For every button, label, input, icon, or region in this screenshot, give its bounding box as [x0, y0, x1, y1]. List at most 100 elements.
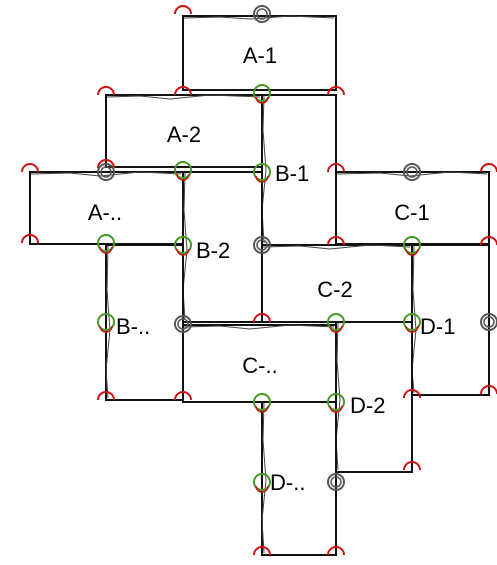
tiles-layer: A-1 A-2 A-.. B-1 B-2 — [29, 15, 490, 556]
connector-ring — [403, 236, 421, 254]
connector-arc — [403, 461, 421, 471]
connector-ring — [253, 84, 271, 102]
tile-b2-label: B-2 — [196, 238, 230, 263]
connector-outer-ring — [403, 163, 421, 181]
connector-outer-ring — [174, 315, 192, 333]
connector-open-36 — [253, 546, 271, 556]
tile-c3: C-.. — [182, 324, 337, 403]
connector-arc — [327, 163, 345, 173]
connector-arc — [174, 391, 192, 401]
tile-d2-body — [335, 321, 413, 473]
connector-joined-17 — [403, 236, 421, 256]
connector-ring — [253, 393, 271, 411]
tile-c1: C-1 — [335, 171, 490, 245]
connector-ring — [97, 234, 115, 252]
connector-inner-arc — [176, 173, 190, 181]
tile-a2-body — [105, 94, 263, 168]
connector-arc — [253, 313, 271, 323]
connector-inner-ring — [256, 239, 268, 251]
connector-joined-24 — [327, 313, 345, 333]
connector-inner-arc — [329, 325, 343, 333]
tile-c3-label: C-.. — [242, 353, 277, 378]
connector-ring — [327, 393, 345, 411]
tile-c3-rough-edge — [183, 324, 335, 330]
connector-inner-ring — [483, 316, 495, 328]
connector-arc — [97, 159, 115, 169]
connector-socket-11 — [97, 163, 115, 181]
connector-arc — [174, 5, 192, 15]
tile-a1-rough-edge — [183, 15, 335, 20]
connector-joined-25 — [403, 313, 421, 333]
tile-a1-body — [182, 15, 337, 91]
connector-inner-ring — [100, 166, 112, 178]
connectors-layer — [21, 5, 497, 556]
connector-ring — [253, 473, 271, 491]
connector-joined-3 — [253, 84, 271, 104]
connector-ring — [403, 313, 421, 331]
connector-inner-arc — [99, 246, 113, 254]
connector-ring — [174, 236, 192, 254]
connector-arc — [97, 391, 115, 401]
connector-open-0 — [174, 5, 192, 15]
tile-c2-rough-edge — [262, 244, 411, 250]
connector-arc — [174, 86, 192, 96]
tile-a2-label: A-2 — [167, 122, 201, 147]
connector-joined-29 — [253, 393, 271, 413]
connector-inner-arc — [255, 175, 269, 183]
tile-d1-body — [411, 244, 490, 396]
tile-a3-label: A-.. — [88, 200, 122, 225]
connector-socket-26 — [480, 313, 497, 331]
connector-inner-arc — [405, 325, 419, 333]
connector-open-6 — [97, 159, 115, 169]
connector-socket-22 — [174, 315, 192, 333]
connector-open-10 — [21, 163, 39, 173]
connector-inner-arc — [255, 96, 269, 104]
connector-inner-arc — [255, 485, 269, 493]
connector-joined-8 — [253, 163, 271, 183]
tile-c2: C-2 — [261, 244, 413, 323]
connector-ring — [174, 161, 192, 179]
connector-arc — [253, 546, 271, 556]
connector-inner-arc — [405, 248, 419, 256]
connector-socket-1 — [253, 5, 271, 23]
tile-b3-label: B-.. — [116, 314, 150, 339]
tile-d3-label: D-.. — [270, 470, 305, 495]
tile-d1-label: D-1 — [420, 314, 455, 339]
connector-inner-ring — [330, 476, 342, 488]
tile-b1-body — [261, 94, 337, 246]
tile-c1-body — [335, 171, 490, 245]
tile-d3-body — [261, 401, 337, 556]
connector-socket-34 — [327, 473, 345, 491]
connector-arc — [327, 546, 345, 556]
tile-b1: B-1 — [261, 94, 337, 246]
connector-ring — [327, 313, 345, 331]
tile-d3-rough-edge — [261, 402, 267, 554]
connector-open-23 — [253, 313, 271, 323]
connector-open-5 — [97, 86, 115, 96]
connector-joined-14 — [174, 236, 192, 256]
connector-arc — [21, 163, 39, 173]
tile-c2-label: C-2 — [317, 277, 352, 302]
connector-ring — [97, 313, 115, 331]
tile-d2-label: D-2 — [350, 393, 385, 418]
connector-open-2 — [174, 86, 192, 96]
tile-a2: A-2 — [105, 94, 263, 168]
tile-a1-label: A-1 — [243, 43, 277, 68]
connector-socket-19 — [403, 163, 421, 181]
connector-socket-15 — [253, 236, 271, 254]
connector-joined-30 — [327, 393, 345, 413]
tile-d3: D-.. — [261, 401, 337, 556]
tile-d1: D-1 — [411, 244, 490, 396]
connector-open-16 — [327, 236, 345, 246]
connector-open-28 — [174, 391, 192, 401]
tile-c1-label: C-1 — [394, 200, 429, 225]
tile-b3-body — [105, 244, 184, 401]
connector-open-12 — [21, 234, 39, 244]
connector-open-9 — [327, 163, 345, 173]
tile-d2: D-2 — [335, 321, 413, 473]
connector-arc — [403, 389, 421, 399]
connector-inner-arc — [176, 248, 190, 256]
tile-b1-label: B-1 — [275, 161, 309, 186]
